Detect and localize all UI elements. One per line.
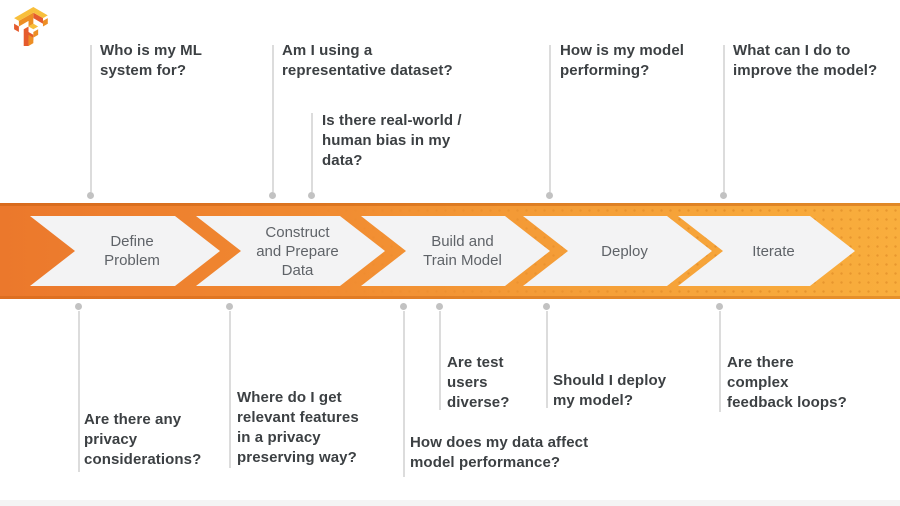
question-test-users-diverse: Are test users diverse? xyxy=(447,354,510,411)
connector-dot xyxy=(269,192,276,199)
connector-dot xyxy=(75,303,82,310)
question-representative-dataset: Am I using a representative dataset? xyxy=(282,42,453,79)
connector-dot xyxy=(308,192,315,199)
connector-dot xyxy=(716,303,723,310)
connector-line xyxy=(403,311,405,477)
connector-line xyxy=(229,311,231,468)
connector-dot xyxy=(436,303,443,310)
stage-label: Iterate xyxy=(752,242,795,260)
connector-line xyxy=(719,311,721,412)
question-data-affect-model-performance: How does my data affect model performanc… xyxy=(410,434,589,471)
question-should-i-deploy: Should I deploy my model? xyxy=(553,372,667,409)
stage-label: Build and Train Model xyxy=(423,233,502,269)
footer-strip xyxy=(0,500,900,506)
tensorflow-logo-icon xyxy=(14,7,48,46)
connector-line xyxy=(549,45,551,192)
connector-dot xyxy=(87,192,94,199)
connector-line xyxy=(272,45,274,192)
question-how-is-model-performing: How is my model performing? xyxy=(560,42,685,79)
stage-label: Define Problem xyxy=(104,233,160,269)
connector-line xyxy=(78,311,80,472)
connector-line xyxy=(311,113,313,192)
connector-line xyxy=(439,311,441,410)
question-privacy-considerations: Are there any privacy considerations? xyxy=(84,411,202,468)
connector-line xyxy=(723,45,725,192)
connector-dot xyxy=(400,303,407,310)
question-real-world-human-bias: Is there real-world / human bias in my d… xyxy=(322,112,462,169)
question-who-is-my-ml-system-for: Who is my ML system for? xyxy=(100,42,203,79)
stage-construct-prepare-data: Construct and Prepare Data xyxy=(196,216,385,286)
connector-dot xyxy=(720,192,727,199)
connector-dot xyxy=(543,303,550,310)
question-complex-feedback-loops: Are there complex feedback loops? xyxy=(727,354,847,411)
question-privacy-preserving-features: Where do I get relevant features in a pr… xyxy=(237,389,359,466)
question-improve-the-model: What can I do to improve the model? xyxy=(733,42,878,79)
connector-line xyxy=(546,311,548,408)
connector-dot xyxy=(546,192,553,199)
connector-dot xyxy=(226,303,233,310)
stage-label: Deploy xyxy=(601,242,648,260)
stage-label: Construct and Prepare Data xyxy=(256,223,339,279)
connector-line xyxy=(90,45,92,192)
